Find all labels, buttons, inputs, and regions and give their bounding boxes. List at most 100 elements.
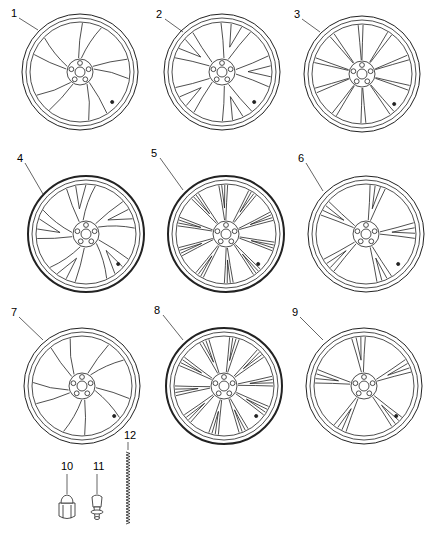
wheel-stroke (81, 28, 101, 58)
wheel-stroke (222, 185, 225, 208)
wheel-stroke (362, 375, 367, 380)
wheel-stroke (227, 391, 232, 396)
wheel-stroke (85, 391, 90, 396)
wheel-stroke (238, 385, 273, 387)
wheel-stroke (234, 350, 257, 376)
wheel-stroke (228, 67, 233, 72)
wheel-stroke (308, 176, 424, 292)
wheel-stroke (240, 192, 254, 212)
wheel-stroke (172, 22, 272, 122)
wheel-stroke (96, 388, 129, 399)
wheel-stroke (324, 242, 355, 259)
wheel-stroke (306, 328, 422, 444)
wheel-stroke (73, 221, 99, 247)
wheel-stroke (194, 82, 212, 112)
wheel-stroke (229, 84, 252, 111)
wheel-stroke (186, 403, 204, 420)
wheel-stroke (239, 238, 272, 251)
wheel-stroke (375, 60, 409, 70)
callout-number: 7 (10, 306, 18, 318)
wheel-stroke (37, 237, 72, 239)
wheel-stroke (198, 256, 212, 276)
wheel-stroke (176, 388, 210, 396)
wheel-stroke (361, 229, 371, 239)
wheel-stroke (221, 229, 231, 239)
wheel-stroke (351, 69, 356, 74)
wheel-stroke (230, 97, 243, 120)
wheel-stroke (336, 86, 354, 116)
wheel-stroke (108, 209, 133, 220)
wheel-stroke (312, 24, 412, 124)
wheel-stroke (219, 381, 229, 391)
wheel-stroke (370, 85, 390, 114)
wheel-stroke (93, 59, 127, 66)
wheel-stroke (365, 79, 370, 84)
wheel-stroke (236, 74, 269, 87)
wheel-stroke (227, 260, 230, 283)
wheel-stroke (304, 16, 420, 132)
wheel-stroke (69, 373, 95, 399)
wheel-stroke (88, 381, 93, 386)
wheel-stroke (69, 67, 74, 72)
wheel-stroke (243, 352, 261, 369)
wheel-stroke (71, 381, 76, 386)
wheel-stroke (253, 100, 256, 103)
wheel-stroke (168, 176, 284, 292)
wheel-stroke (75, 67, 85, 77)
wheel-stroke (363, 88, 366, 123)
wheel-stroke (57, 258, 76, 279)
wheel-stroke (316, 58, 349, 70)
wheel-stroke (43, 210, 72, 232)
wheel-stroke (363, 337, 365, 372)
wheel-stroke (28, 332, 136, 440)
callout-number: 1 (10, 7, 18, 19)
wheel-stroke (380, 223, 414, 232)
wheel-stroke (176, 78, 210, 87)
wheel-stroke (361, 88, 362, 123)
wheel-stroke (216, 391, 221, 396)
wheel-stroke (234, 410, 245, 432)
wheel-stroke (225, 77, 230, 82)
wheel-stroke (228, 32, 250, 59)
wheel-stroke (315, 383, 350, 384)
wheel-stroke (203, 246, 219, 277)
wheel-stroke (219, 186, 225, 221)
lug-nut-dome (61, 495, 73, 503)
wheel-stroke (349, 61, 375, 87)
wheel-stroke (99, 240, 128, 259)
wheel-stroke (236, 394, 264, 415)
wheel-group (22, 14, 424, 444)
wheel-stroke (37, 219, 60, 233)
callout-number: 6 (297, 152, 305, 164)
wheel-stroke (330, 37, 353, 63)
wheel-stroke (395, 414, 398, 417)
wheel-stroke (172, 180, 280, 288)
wheel-stroke (49, 84, 73, 110)
wheel-stroke (78, 239, 83, 244)
wheel-stroke (246, 399, 267, 412)
wheel-stroke (356, 337, 361, 360)
wheel-stroke (184, 395, 213, 415)
wheel-stroke (238, 376, 272, 384)
wheel-stroke (45, 38, 68, 66)
wheel-stroke (338, 409, 351, 430)
callout-number: 12 (123, 429, 137, 441)
wheel-stroke (359, 381, 369, 391)
wheel-stroke (211, 67, 216, 72)
wheel-stroke (372, 229, 377, 234)
wheel-stroke (209, 59, 235, 85)
wheel-stroke (95, 391, 119, 418)
wheel-stroke (96, 243, 106, 278)
wheel-stroke (226, 185, 228, 220)
wheel-stroke (224, 223, 229, 228)
wheel-stroke (22, 14, 138, 130)
wheel-stroke (184, 357, 212, 378)
wheel-stroke (323, 206, 344, 220)
wheel-stroke (375, 78, 408, 90)
wheel-stroke (24, 328, 140, 444)
wheel-stroke (367, 391, 372, 396)
wheel-stroke (369, 239, 374, 244)
wheel-stroke (224, 248, 226, 283)
wheel-stroke (316, 374, 339, 381)
